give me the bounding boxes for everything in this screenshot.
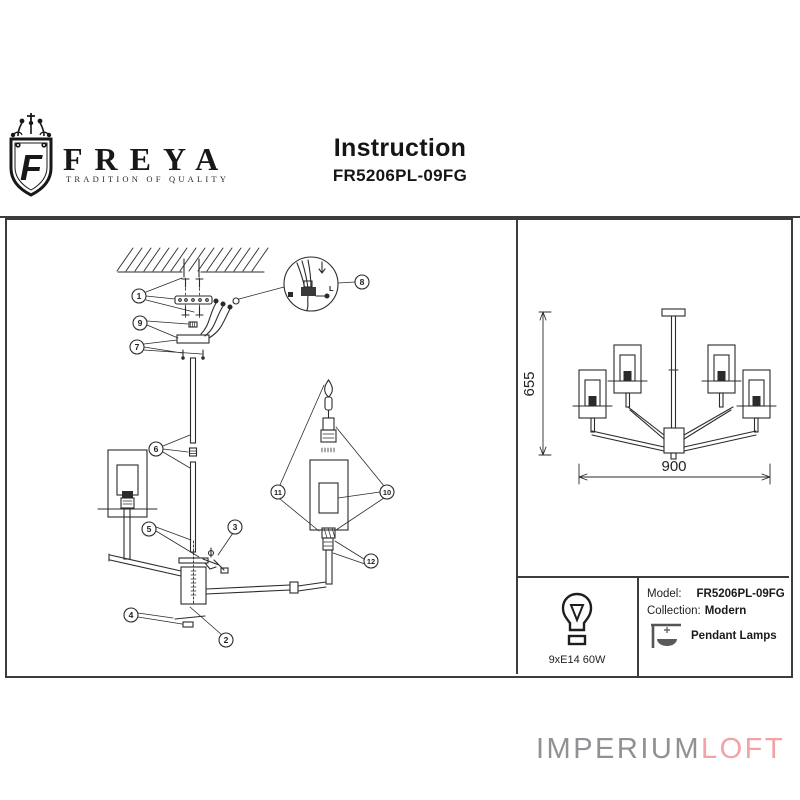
- svg-text:5: 5: [147, 524, 152, 534]
- svg-text:7: 7: [135, 342, 140, 352]
- imperiumloft-watermark: IMPERIUMLOFT: [536, 733, 785, 766]
- callout-9: 9: [132, 315, 189, 339]
- svg-text:4: 4: [129, 610, 134, 620]
- wiring-inset: L: [283, 256, 339, 312]
- callout-5: 5: [141, 521, 200, 558]
- header-divider: [0, 216, 800, 218]
- shade-inner-right: [701, 344, 742, 408]
- callout-8: 8: [337, 274, 370, 290]
- ceiling-slot: [183, 258, 200, 278]
- glass-shade: [309, 459, 349, 531]
- shade-outer-left: [572, 369, 613, 433]
- collection-label: Collection:: [647, 605, 701, 617]
- mounting-screws-top: [181, 277, 204, 296]
- height-dimension: 655: [521, 311, 552, 456]
- threaded-coupler: [188, 321, 198, 328]
- collection-row: Collection:Modern: [647, 605, 746, 617]
- svg-text:3: 3: [233, 522, 238, 532]
- right-arm: [205, 549, 333, 595]
- bulb-spec: 9xE14 60W: [548, 654, 606, 666]
- ceiling-hatch: [116, 247, 269, 278]
- svg-text:8: 8: [360, 277, 365, 287]
- left-shade-assembly: [97, 449, 158, 560]
- central-body: [178, 540, 209, 605]
- svg-text:2: 2: [224, 635, 229, 645]
- info-cell: Model: FR5206PL-09FG Collection:Modern Pe…: [637, 578, 789, 676]
- dimension-drawing: 655 900: [521, 308, 777, 485]
- spec-table: 9xE14 60W Model: FR5206PL-09FG Collection…: [517, 576, 789, 676]
- callout-10: 10: [335, 426, 395, 531]
- canopy: [176, 334, 210, 360]
- bulb-cell: 9xE14 60W: [517, 578, 637, 676]
- suspension-rod: [188, 357, 198, 553]
- category-row: Pendant Lamps: [650, 622, 777, 650]
- panel-divider: [516, 218, 518, 674]
- hardware-cluster: [202, 547, 229, 574]
- bulb-icon: [561, 592, 593, 646]
- callout-6: 6: [148, 434, 191, 469]
- svg-text:11: 11: [274, 488, 282, 497]
- callout-3: 3: [217, 519, 243, 556]
- width-dimension: 900: [578, 458, 771, 485]
- shield-outline: [9, 137, 53, 197]
- model-number: FR5206PL-09FG: [332, 166, 468, 185]
- callout-12: 12: [332, 540, 379, 569]
- height-value: 655: [521, 371, 538, 396]
- svg-text:10: 10: [383, 488, 391, 497]
- mounting-screws-bottom: [181, 304, 204, 320]
- brand-name: FREYA: [63, 141, 231, 177]
- page-title: Instruction: [333, 134, 467, 162]
- svg-text:9: 9: [138, 318, 143, 328]
- mounting-bracket: [174, 295, 213, 305]
- center-block: [663, 427, 685, 454]
- crown-cross: [27, 113, 35, 121]
- ceiling-plate: [661, 308, 686, 317]
- collection-value: Modern: [704, 605, 747, 617]
- callout-2: 2: [189, 606, 234, 648]
- callout-7: 7: [129, 339, 203, 355]
- down-arrow-icon: [318, 261, 326, 274]
- svg-text:12: 12: [367, 557, 375, 566]
- neutral-mark: [288, 292, 293, 297]
- callout-4: 4: [123, 607, 206, 628]
- callout-1: 1: [131, 277, 195, 313]
- spec-cell-divider: [637, 578, 639, 676]
- candle-bulb: [324, 396, 333, 411]
- left-arm: [108, 553, 182, 577]
- model-label: Model:: [647, 588, 682, 600]
- pendant-lamp-icon: [651, 623, 681, 648]
- watermark-loft: LOFT: [701, 733, 786, 765]
- shade-inner-left: [607, 344, 648, 408]
- model-value: FR5206PL-09FG: [696, 588, 785, 600]
- width-value: 900: [661, 458, 686, 475]
- assembly-diagram: L: [97, 247, 395, 648]
- callout-11: 11: [270, 384, 325, 532]
- freya-logo-emblem: F: [9, 113, 53, 197]
- svg-text:1: 1: [137, 291, 142, 301]
- chandelier-arms: [591, 406, 757, 452]
- brand-tagline: TRADITION OF QUALITY: [66, 174, 230, 184]
- live-label: L: [329, 284, 334, 293]
- flame: [324, 379, 333, 398]
- model-row: Model: FR5206PL-09FG: [647, 588, 785, 600]
- shade-outer-right: [736, 369, 777, 433]
- category-label: Pendant Lamps: [691, 630, 777, 642]
- watermark-imperium: IMPERIUM: [536, 733, 701, 765]
- logo-letter: F: [20, 147, 43, 188]
- supply-wires: [200, 286, 285, 339]
- right-shade-assembly: [309, 379, 349, 551]
- svg-text:6: 6: [154, 444, 159, 454]
- title-block: Instruction FR5206PL-09FG: [290, 134, 510, 186]
